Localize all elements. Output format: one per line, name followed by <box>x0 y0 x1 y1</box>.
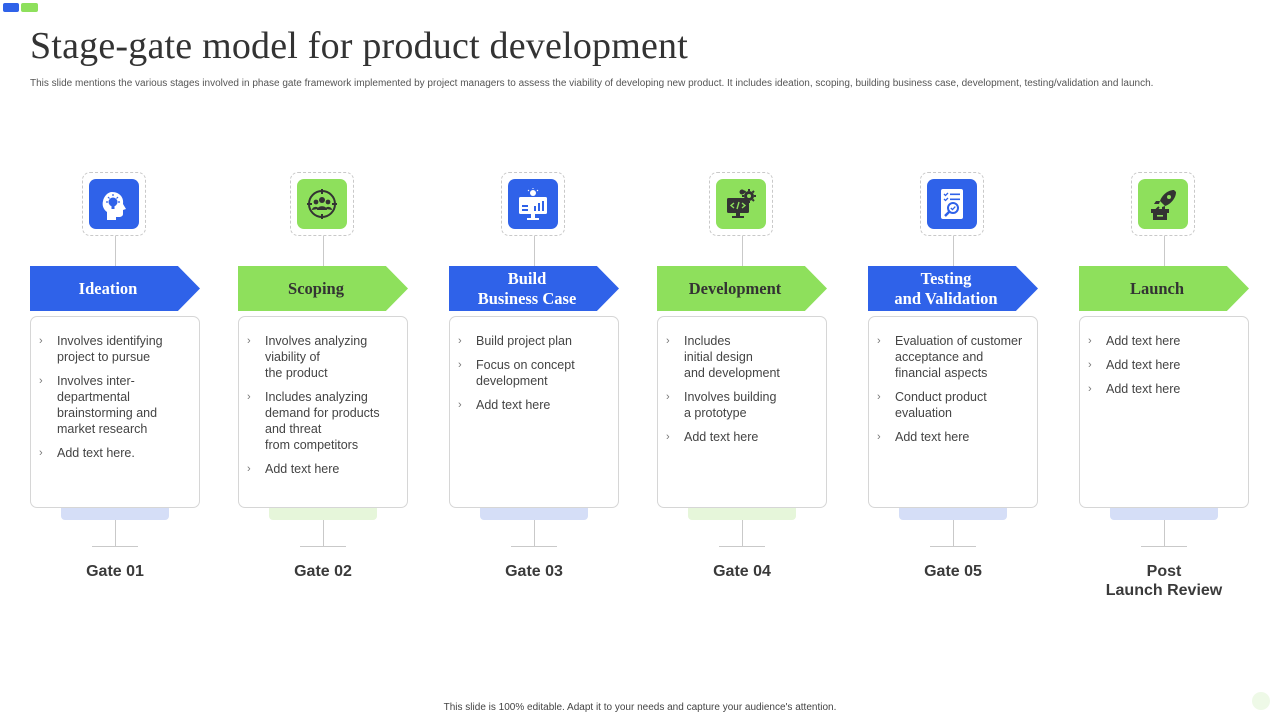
card-base-bar <box>269 508 377 520</box>
list-item: Involves identifying project to pursue <box>39 333 193 365</box>
stage-banner: Scoping <box>238 266 408 311</box>
card-base-bar <box>61 508 169 520</box>
gate-rule <box>719 546 765 547</box>
checklist-magnifier-icon <box>927 179 977 229</box>
stage-banner: Ideation <box>30 266 200 311</box>
stage-build-business-case: Build Business Case Build project plan F… <box>449 172 621 612</box>
icon-frame <box>82 172 146 236</box>
connector-line <box>1164 236 1165 266</box>
gate-label: Gate 03 <box>505 563 563 580</box>
list-item: Add text here <box>1088 333 1242 349</box>
list-item: Includes initial design and development <box>666 333 820 381</box>
rocket-box-icon <box>1138 179 1188 229</box>
stage-banner: Build Business Case <box>449 266 619 311</box>
connector-line <box>953 520 954 546</box>
gate-rule <box>930 546 976 547</box>
list-item: Add text here <box>247 461 401 477</box>
stage-ideation: Ideation Involves identifying project to… <box>30 172 202 612</box>
stage-banner: Testing and Validation <box>868 266 1038 311</box>
bullet-list: Build project plan Focus on concept deve… <box>450 317 618 413</box>
gate-label: Post Launch Review <box>1105 563 1223 599</box>
team-target-icon <box>297 179 347 229</box>
icon-frame <box>501 172 565 236</box>
list-item: Add text here <box>877 429 1031 445</box>
stage-card: Includes initial design and development … <box>657 316 827 508</box>
stage-card: Involves identifying project to pursue I… <box>30 316 200 508</box>
connector-line <box>115 520 116 546</box>
list-item: Add text here <box>666 429 820 445</box>
list-item: Build project plan <box>458 333 612 349</box>
bullet-list: Includes initial design and development … <box>658 317 826 445</box>
corner-accent-blue <box>3 3 19 12</box>
list-item: Evaluation of customer acceptance and fi… <box>877 333 1031 381</box>
card-base-bar <box>1110 508 1218 520</box>
connector-line <box>742 236 743 266</box>
head-lightbulb-icon <box>89 179 139 229</box>
gate-label: Gate 04 <box>713 563 771 580</box>
list-item: Add text here <box>1088 357 1242 373</box>
corner-accent-green <box>21 3 38 12</box>
footer-note: This slide is 100% editable. Adapt it to… <box>443 702 837 713</box>
stage-development: Development Includes initial design and … <box>657 172 829 612</box>
gate-rule <box>300 546 346 547</box>
gate-rule <box>1141 546 1187 547</box>
gate-label: Gate 01 <box>86 563 144 580</box>
list-item: Involves building a prototype <box>666 389 820 421</box>
list-item: Includes analyzing demand for products a… <box>247 389 401 453</box>
stage-banner: Launch <box>1079 266 1249 311</box>
list-item: Add text here <box>1088 381 1242 397</box>
stage-testing-and-validation: Testing and Validation Evaluation of cus… <box>868 172 1040 612</box>
gate-label: Gate 02 <box>294 563 352 580</box>
page-title: Stage-gate model for product development <box>30 25 689 67</box>
connector-line <box>534 520 535 546</box>
connector-line <box>115 236 116 266</box>
gate-rule <box>511 546 557 547</box>
list-item: Add text here <box>458 397 612 413</box>
list-item: Add text here. <box>39 445 193 461</box>
connector-line <box>742 520 743 546</box>
connector-line <box>323 520 324 546</box>
code-gear-icon <box>716 179 766 229</box>
page-subtitle: This slide mentions the various stages i… <box>30 78 1154 89</box>
card-base-bar <box>688 508 796 520</box>
icon-frame <box>709 172 773 236</box>
bullet-list: Involves identifying project to pursue I… <box>31 317 199 461</box>
icon-frame <box>920 172 984 236</box>
presentation-board-icon <box>508 179 558 229</box>
gate-label: Gate 05 <box>924 563 982 580</box>
stage-card: Involves analyzing viability of the prod… <box>238 316 408 508</box>
card-base-bar <box>480 508 588 520</box>
gate-rule <box>92 546 138 547</box>
stage-scoping: Scoping Involves analyzing viability of … <box>238 172 410 612</box>
icon-frame <box>1131 172 1195 236</box>
stage-card: Build project plan Focus on concept deve… <box>449 316 619 508</box>
bullet-list: Add text here Add text here Add text her… <box>1080 317 1248 397</box>
connector-line <box>323 236 324 266</box>
card-base-bar <box>899 508 1007 520</box>
bullet-list: Evaluation of customer acceptance and fi… <box>869 317 1037 445</box>
stage-card: Add text here Add text here Add text her… <box>1079 316 1249 508</box>
connector-line <box>953 236 954 266</box>
connector-line <box>534 236 535 266</box>
bullet-list: Involves analyzing viability of the prod… <box>239 317 407 477</box>
stage-launch: Launch Add text here Add text here Add t… <box>1079 172 1251 612</box>
connector-line <box>1164 520 1165 546</box>
list-item: Involves analyzing viability of the prod… <box>247 333 401 381</box>
list-item: Conduct product evaluation <box>877 389 1031 421</box>
list-item: Focus on concept development <box>458 357 612 389</box>
stage-card: Evaluation of customer acceptance and fi… <box>868 316 1038 508</box>
corner-dot <box>1252 692 1270 710</box>
list-item: Involves inter- departmental brainstormi… <box>39 373 193 437</box>
icon-frame <box>290 172 354 236</box>
stage-banner: Development <box>657 266 827 311</box>
